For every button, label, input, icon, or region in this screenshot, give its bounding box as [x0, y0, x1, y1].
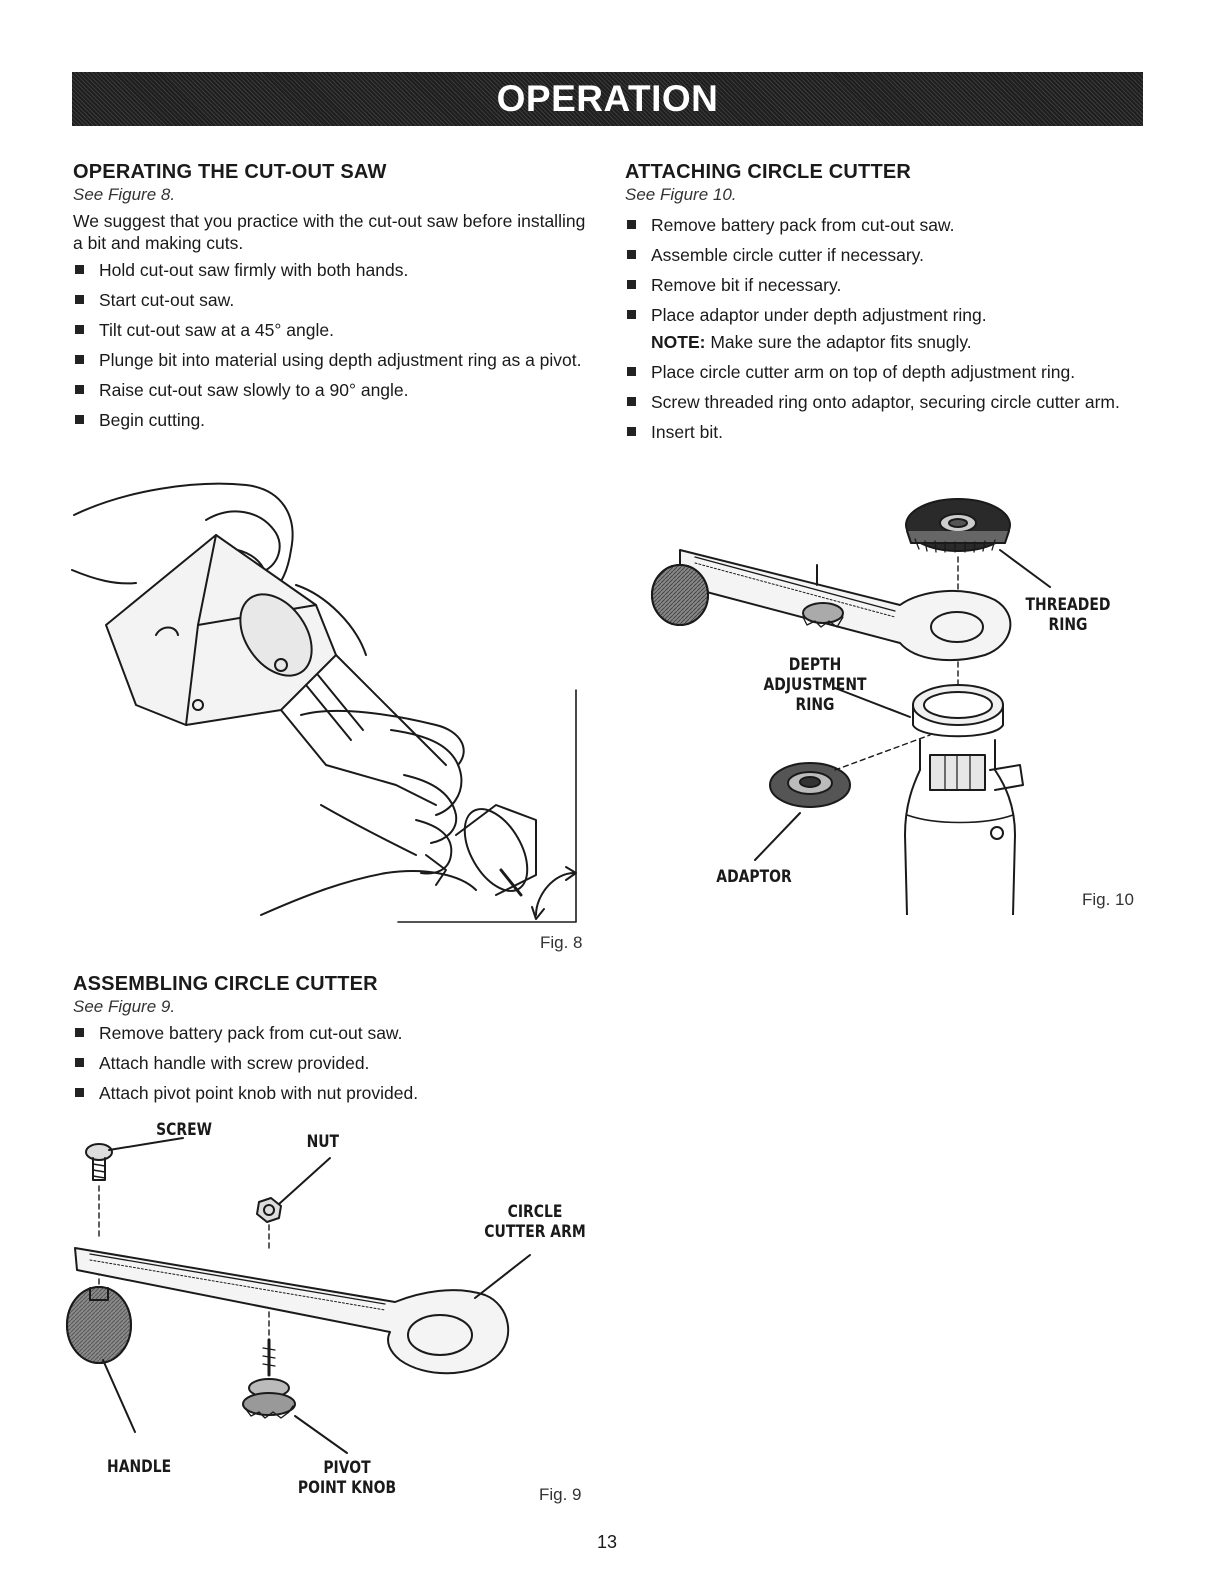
- note: NOTE: Make sure the adaptor fits snugly.: [625, 332, 1150, 353]
- attaching-steps: Remove battery pack from cut-out saw. As…: [625, 215, 1150, 326]
- bullet-icon: [75, 265, 84, 274]
- see-figure-9: See Figure 9.: [73, 997, 176, 1016]
- bullet-icon: [627, 280, 636, 289]
- list-item: Remove battery pack from cut-out saw.: [73, 1023, 593, 1044]
- list-item: Screw threaded ring onto adaptor, securi…: [625, 392, 1150, 413]
- bullet-icon: [627, 397, 636, 406]
- list-item: Place circle cutter arm on top of depth …: [625, 362, 1150, 383]
- bullet-icon: [75, 415, 84, 424]
- left-column: OPERATING THE CUT-OUT SAW See Figure 8. …: [73, 160, 593, 440]
- bullet-icon: [75, 385, 84, 394]
- operation-banner: OPERATION: [72, 72, 1143, 126]
- bullet-icon: [75, 1028, 84, 1037]
- bullet-icon: [75, 1058, 84, 1067]
- section-heading-assembling: ASSEMBLING CIRCLE CUTTER: [73, 973, 378, 995]
- circle-cutter-parts-illustration: [66, 1137, 531, 1454]
- list-item: Start cut-out saw.: [73, 290, 593, 311]
- bullet-icon: [627, 220, 636, 229]
- figure-9-caption: Fig. 9: [539, 1485, 582, 1504]
- operating-steps: Hold cut-out saw firmly with both hands.…: [73, 260, 593, 431]
- attaching-steps-continued: Place circle cutter arm on top of depth …: [625, 362, 1150, 443]
- note-label: NOTE:: [651, 332, 706, 352]
- note-text: Make sure the adaptor fits snugly.: [705, 332, 972, 352]
- screw-label: SCREW: [156, 1120, 213, 1140]
- list-item: Assemble circle cutter if necessary.: [625, 245, 1150, 266]
- see-figure-8: See Figure 8.: [73, 185, 176, 204]
- list-item: Raise cut-out saw slowly to a 90° angle.: [73, 380, 593, 401]
- circle-cutter-attachment-illustration: [651, 498, 1051, 916]
- list-item: Attach pivot point knob with nut provide…: [73, 1083, 593, 1104]
- list-item: Insert bit.: [625, 422, 1150, 443]
- bullet-icon: [75, 325, 84, 334]
- assembling-steps: Remove battery pack from cut-out saw. At…: [73, 1023, 593, 1104]
- list-item: Begin cutting.: [73, 410, 593, 431]
- list-item: Remove battery pack from cut-out saw.: [625, 215, 1150, 236]
- threaded-ring-label: THREADED RING: [1025, 595, 1111, 635]
- list-item: Place adaptor under depth adjustment rin…: [625, 305, 1150, 326]
- right-column: ATTACHING CIRCLE CUTTER See Figure 10. R…: [625, 160, 1150, 452]
- page-title: OPERATION: [496, 78, 719, 119]
- figure-9: SCREW NUT CIRCLE CUTTER ARM HANDLE PIVOT…: [55, 1120, 600, 1520]
- figure-10-caption: Fig. 10: [1082, 890, 1134, 909]
- section-heading-attaching: ATTACHING CIRCLE CUTTER: [625, 161, 912, 183]
- intro-paragraph: We suggest that you practice with the cu…: [73, 211, 586, 253]
- figure-10: THREADED RING DEPTH ADJUSTMENT RING ADAP…: [645, 495, 1150, 916]
- bullet-icon: [627, 367, 636, 376]
- handle-label: HANDLE: [107, 1457, 172, 1477]
- list-item: Attach handle with screw provided.: [73, 1053, 593, 1074]
- figure-8: Fig. 8: [66, 475, 596, 952]
- bullet-icon: [75, 295, 84, 304]
- list-item: Tilt cut-out saw at a 45° angle.: [73, 320, 593, 341]
- page-number: 13: [597, 1532, 618, 1552]
- list-item: Plunge bit into material using depth adj…: [73, 350, 593, 371]
- section-heading-operating: OPERATING THE CUT-OUT SAW: [73, 161, 387, 183]
- adaptor-label: ADAPTOR: [716, 867, 792, 887]
- nut-label: NUT: [306, 1132, 340, 1152]
- bullet-icon: [627, 250, 636, 259]
- figure-8-caption: Fig. 8: [540, 933, 583, 952]
- cut-out-saw-hands-illustration: [71, 482, 577, 923]
- list-item: Remove bit if necessary.: [625, 275, 1150, 296]
- circle-cutter-arm-label: CIRCLE CUTTER ARM: [484, 1202, 586, 1242]
- assembling-section: ASSEMBLING CIRCLE CUTTER See Figure 9. R…: [73, 972, 593, 1113]
- see-figure-10: See Figure 10.: [625, 185, 737, 204]
- list-item: Hold cut-out saw firmly with both hands.: [73, 260, 593, 281]
- depth-adjustment-ring-label: DEPTH ADJUSTMENT RING: [763, 655, 867, 715]
- bullet-icon: [627, 310, 636, 319]
- pivot-point-knob-label: PIVOT POINT KNOB: [297, 1458, 397, 1498]
- bullet-icon: [627, 427, 636, 436]
- bullet-icon: [75, 355, 84, 364]
- bullet-icon: [75, 1088, 84, 1097]
